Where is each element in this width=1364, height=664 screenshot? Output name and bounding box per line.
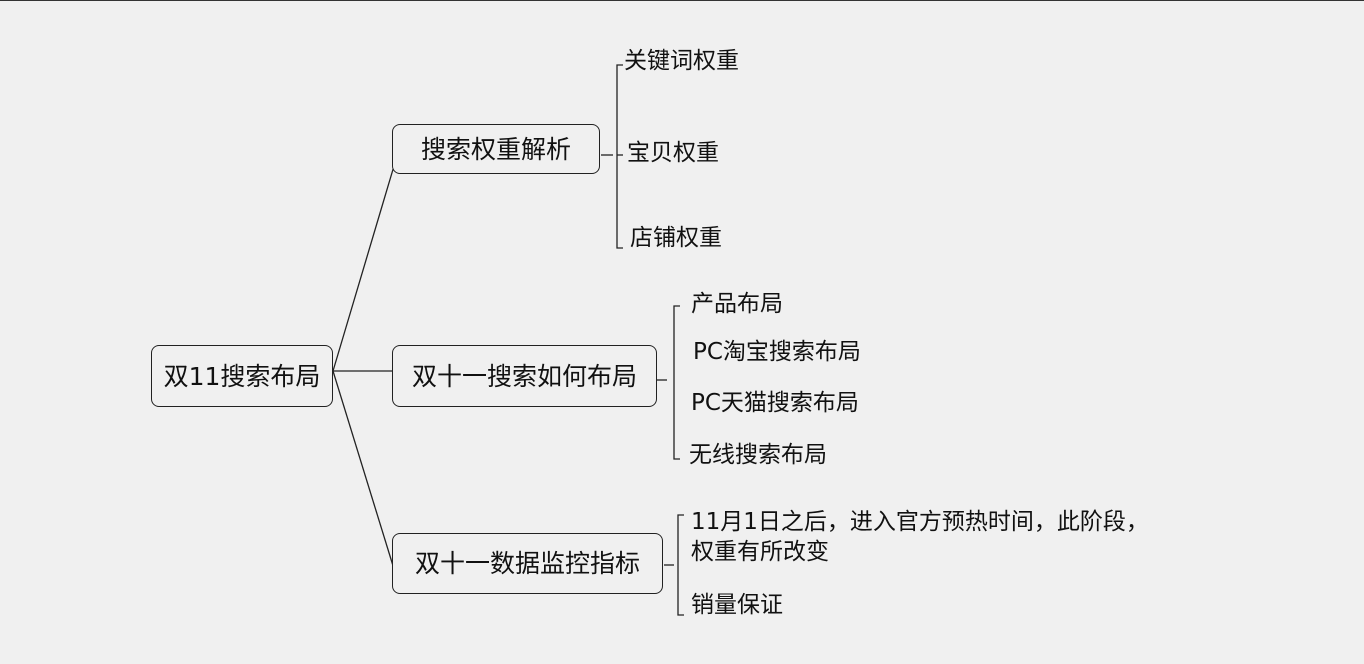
branch-node-search-layout[interactable]: 双十一搜索如何布局 xyxy=(392,345,657,407)
bracket-branch-2 xyxy=(673,305,680,460)
leaf-pc-tmall-layout[interactable]: PC天猫搜索布局 xyxy=(691,390,859,416)
leaf-item-weight[interactable]: 宝贝权重 xyxy=(627,140,719,166)
bracket-branch-1 xyxy=(616,64,623,249)
connector-root-to-branch-1 xyxy=(332,165,395,372)
leaf-preheat-note-line-1: 11月1日之后，进入官方预热时间，此阶段， xyxy=(691,509,1149,535)
leaf-pc-taobao-layout[interactable]: PC淘宝搜索布局 xyxy=(693,339,861,365)
window-top-border xyxy=(0,0,1364,1)
leaf-shop-weight[interactable]: 店铺权重 xyxy=(630,225,722,251)
leaf-mobile-layout[interactable]: 无线搜索布局 xyxy=(689,442,827,468)
branch-label: 双十一数据监控指标 xyxy=(414,549,640,578)
leaf-keyword-weight[interactable]: 关键词权重 xyxy=(624,48,739,74)
branch-node-search-weight[interactable]: 搜索权重解析 xyxy=(392,124,600,174)
root-label: 双11搜索布局 xyxy=(163,361,321,391)
leaf-product-layout[interactable]: 产品布局 xyxy=(691,291,783,317)
branch-label: 双十一搜索如何布局 xyxy=(411,361,637,391)
leaf-sales-guarantee[interactable]: 销量保证 xyxy=(691,592,783,618)
branch-node-data-monitoring[interactable]: 双十一数据监控指标 xyxy=(392,533,663,594)
connector-root-to-branch-3 xyxy=(332,370,395,570)
root-node[interactable]: 双11搜索布局 xyxy=(151,345,333,407)
branch-label: 搜索权重解析 xyxy=(420,134,571,164)
leaf-preheat-note[interactable]: 11月1日之后，进入官方预热时间，此阶段， 权重有所改变 xyxy=(691,507,1149,567)
leaf-preheat-note-line-2: 权重有所改变 xyxy=(691,539,829,565)
bracket-branch-3 xyxy=(677,514,684,616)
